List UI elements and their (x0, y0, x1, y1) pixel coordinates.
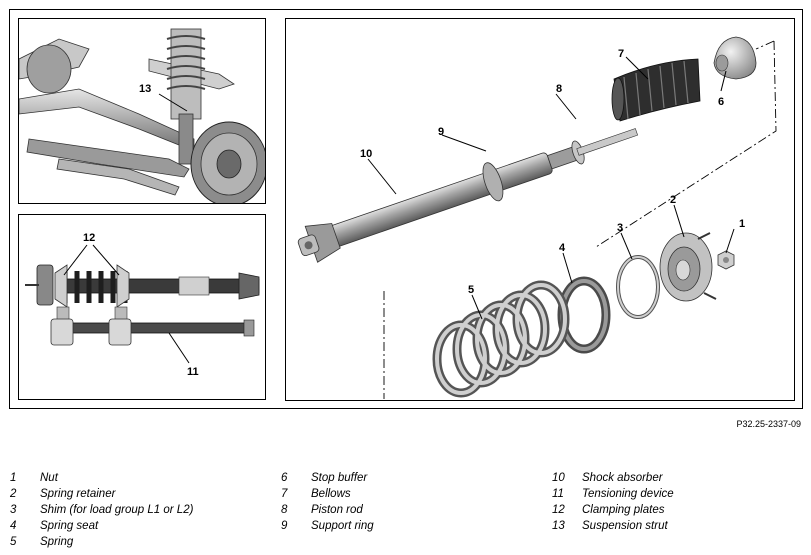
callout-11: 11 (187, 366, 199, 378)
tensioning-device-illustration: 12 11 (25, 232, 260, 378)
legend-number: 9 (281, 520, 288, 532)
callout-7: 7 (618, 48, 624, 60)
callout-13: 13 (139, 83, 151, 95)
legend-label: Spring retainer (40, 488, 116, 500)
exploded-view-panel: 7 6 8 9 10 1 2 3 4 5 (285, 18, 795, 401)
figure-code: P32.25-2337-09 (736, 419, 801, 429)
legend-number: 2 (10, 488, 17, 500)
spring-illustration (432, 280, 570, 398)
bellows-illustration (611, 58, 701, 122)
legend-label: Tensioning device (582, 488, 674, 500)
spring-retainer-illustration (659, 232, 717, 302)
legend-label: Bellows (311, 488, 351, 500)
legend-number: 11 (552, 488, 564, 500)
legend-number: 1 (10, 472, 17, 484)
legend-label: Stop buffer (311, 472, 368, 484)
callout-6: 6 (718, 96, 724, 108)
legend-number: 7 (281, 488, 288, 500)
axle-overview-panel: 13 (18, 18, 266, 204)
diagram-frame: 13 12 (9, 9, 803, 409)
legend-number: 6 (281, 472, 288, 484)
legend-number: 8 (281, 504, 288, 516)
stop-buffer-illustration (713, 36, 757, 80)
legend-label: Shock absorber (582, 472, 663, 484)
callout-8: 8 (556, 83, 562, 95)
callout-4: 4 (559, 242, 566, 254)
legend-number: 3 (10, 504, 17, 516)
callout-3: 3 (617, 222, 623, 234)
tensioning-device-panel: 12 11 (18, 214, 266, 400)
callout-9: 9 (438, 126, 444, 138)
callout-5: 5 (468, 284, 474, 296)
callout-1: 1 (739, 218, 745, 230)
exploded-view-illustration: 7 6 8 9 10 1 2 3 4 5 (297, 36, 777, 399)
legend-label: Nut (40, 472, 58, 484)
parts-legend: 1 Nut 2 Spring retainer 3 Shim (for load gr… (0, 470, 811, 550)
legend-number: 10 (552, 472, 565, 484)
legend-label: Shim (for load group L1 or L2) (40, 504, 194, 516)
legend-label: Clamping plates (582, 504, 665, 516)
shim-illustration (616, 255, 660, 319)
callout-2: 2 (670, 194, 676, 206)
axle-overview-illustration: 13 (19, 28, 265, 203)
callout-12: 12 (83, 232, 95, 244)
nut-illustration (717, 250, 735, 270)
legend-label: Piston rod (311, 504, 363, 516)
legend-number: 13 (552, 520, 565, 532)
legend-number: 5 (10, 536, 17, 548)
legend-label: Suspension strut (582, 520, 668, 532)
legend-label: Spring (40, 536, 74, 548)
legend-label: Spring seat (40, 520, 99, 532)
legend-number: 12 (552, 504, 565, 516)
legend-number: 4 (10, 520, 17, 532)
legend-label: Support ring (311, 520, 374, 532)
callout-10: 10 (360, 148, 372, 160)
